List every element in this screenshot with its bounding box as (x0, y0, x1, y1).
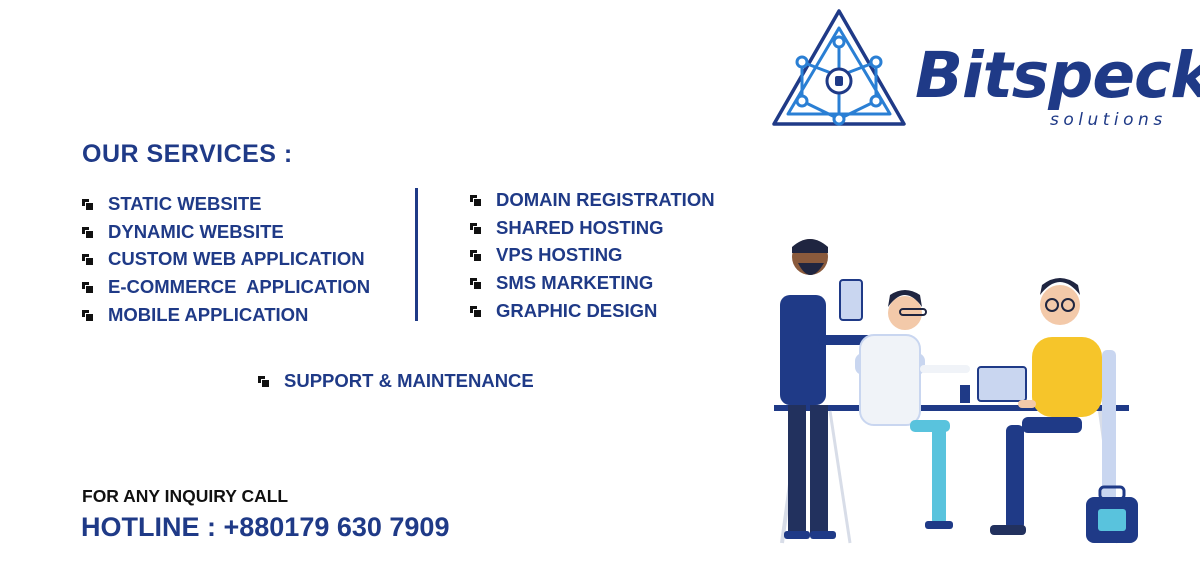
bullet-icon (82, 226, 93, 238)
brand-name: Bitspeck (915, 39, 1200, 112)
list-item: GRAPHIC DESIGN (470, 297, 715, 325)
list-item: SHARED HOSTING (470, 214, 715, 242)
brand-logo-icon (772, 9, 906, 126)
bullet-icon (82, 254, 93, 266)
services-heading: OUR SERVICES : (82, 140, 293, 168)
brand-tagline: solutions (1050, 110, 1167, 130)
list-item: DOMAIN REGISTRATION (470, 186, 715, 214)
list-item: DYNAMIC WEBSITE (82, 218, 370, 246)
list-item: MOBILE APPLICATION (82, 301, 370, 329)
column-divider (415, 188, 418, 321)
hotline-number: HOTLINE : +880179 630 7909 (81, 512, 450, 542)
services-list-left: STATIC WEBSITE DYNAMIC WEBSITE CUSTOM WE… (82, 190, 370, 328)
team-meeting-illustration-icon (774, 239, 1138, 544)
bullet-icon (470, 305, 481, 317)
bullet-icon (470, 278, 481, 290)
list-item: E-COMMERCE APPLICATION (82, 273, 370, 301)
list-item: STATIC WEBSITE (82, 190, 370, 218)
bullet-icon (82, 199, 93, 210)
list-item: SUPPORT & MAINTENANCE (258, 367, 534, 395)
bullet-icon (470, 250, 481, 262)
list-item: SMS MARKETING (470, 269, 715, 297)
list-item: CUSTOM WEB APPLICATION (82, 245, 370, 273)
bullet-icon (470, 195, 481, 206)
bullet-icon (470, 222, 481, 234)
bullet-icon (258, 376, 269, 387)
bullet-icon (82, 282, 93, 294)
inquiry-label: FOR ANY INQUIRY CALL (82, 486, 289, 506)
list-item: VPS HOSTING (470, 241, 715, 269)
services-list-extra: SUPPORT & MAINTENANCE (258, 367, 534, 395)
bullet-icon (82, 309, 93, 321)
services-list-right: DOMAIN REGISTRATION SHARED HOSTING VPS H… (470, 186, 715, 324)
